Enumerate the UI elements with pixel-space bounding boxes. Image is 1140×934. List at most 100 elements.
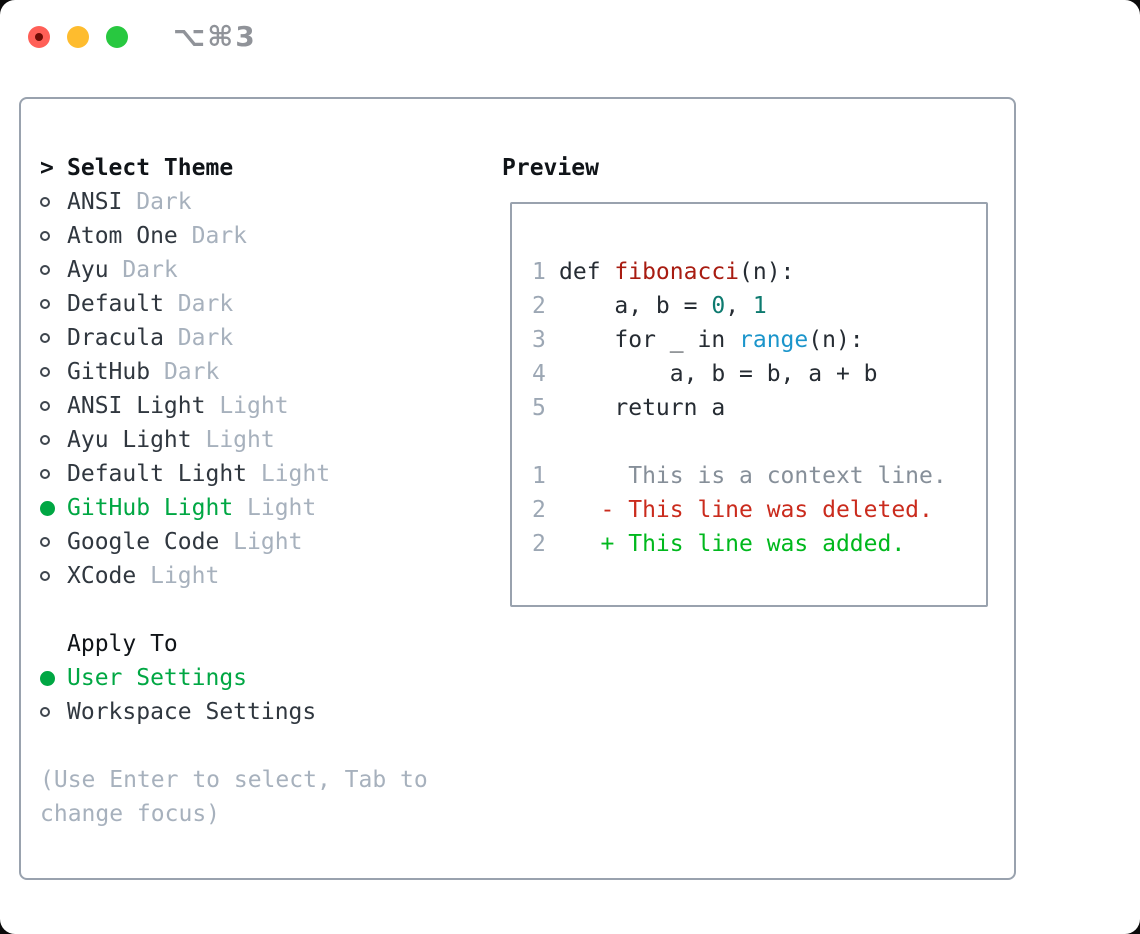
code-token-code: return a	[559, 395, 726, 421]
option-variant-tag: Dark	[150, 359, 220, 385]
focus-caret-icon: >	[40, 155, 54, 181]
line-number: 3	[532, 327, 546, 353]
option-label: Google Code	[67, 529, 220, 555]
select-theme-title: Select Theme	[67, 155, 234, 181]
code-token-code: ,	[725, 293, 753, 319]
option-variant-tag: Dark	[163, 291, 234, 317]
radio-icon[interactable]	[40, 537, 67, 547]
code-token-code: def	[559, 259, 615, 285]
option-label: GitHub	[67, 359, 151, 385]
circle-icon	[40, 367, 50, 377]
theme-option[interactable]: GitHub Light Light	[40, 491, 428, 525]
radio-icon[interactable]	[40, 197, 67, 207]
radio-icon[interactable]	[40, 571, 67, 581]
spacer-row	[40, 593, 428, 627]
radio-icon[interactable]	[40, 299, 67, 309]
selected-radio-icon[interactable]	[40, 500, 67, 516]
code-token-function: fibonacci	[614, 259, 740, 285]
theme-option[interactable]: Atom One Dark	[40, 219, 428, 253]
option-label: XCode	[67, 563, 137, 589]
apply-to-header: Apply To	[40, 627, 428, 661]
circle-icon	[40, 435, 50, 445]
preview-line: 2 a, b = 0, 1	[532, 289, 986, 323]
circle-icon	[40, 571, 50, 581]
option-label: Atom One	[67, 223, 178, 249]
preview-line: 4 a, b = b, a + b	[532, 357, 986, 391]
code-token-code: a, b = b, a + b	[559, 361, 878, 387]
option-variant-tag: Light	[136, 563, 220, 589]
radio-icon[interactable]	[40, 435, 67, 445]
code-token-number: 1	[752, 293, 767, 319]
code-token-added: + This line was added.	[559, 531, 906, 557]
radio-icon[interactable]	[40, 367, 67, 377]
option-variant-tag: Light	[233, 495, 317, 521]
code-token-code: (n):	[739, 259, 795, 285]
titlebar: ⌥⌘3	[28, 23, 257, 51]
option-label: Ayu	[67, 257, 109, 283]
preview-line	[532, 425, 986, 459]
line-number	[532, 425, 546, 459]
option-label: Default Light	[67, 461, 248, 487]
theme-option[interactable]: GitHub Dark	[40, 355, 428, 389]
option-label: Workspace Settings	[67, 699, 317, 725]
theme-option[interactable]: XCode Light	[40, 559, 428, 593]
preview-title: Preview	[502, 155, 599, 181]
code-token-code: a, b =	[559, 293, 712, 319]
minimize-button-icon[interactable]	[67, 26, 89, 48]
filled-dot-icon	[40, 670, 55, 686]
circle-icon	[40, 707, 50, 717]
radio-icon[interactable]	[40, 265, 67, 275]
theme-option[interactable]: Dracula Dark	[40, 321, 428, 355]
close-button-icon[interactable]	[28, 26, 50, 48]
line-number: 1	[532, 259, 546, 285]
select-theme-header: > Select Theme	[40, 151, 428, 185]
theme-option[interactable]: ANSI Light Light	[40, 389, 428, 423]
theme-option[interactable]: Default Dark	[40, 287, 428, 321]
radio-icon[interactable]	[40, 333, 67, 343]
preview-line: 2 + This line was added.	[532, 527, 986, 561]
radio-icon[interactable]	[40, 469, 67, 479]
line-number: 2	[532, 293, 546, 319]
option-variant-tag: Dark	[108, 257, 178, 283]
theme-option[interactable]: Google Code Light	[40, 525, 428, 559]
code-token-number: 0	[711, 293, 726, 319]
option-variant-tag: Light	[191, 427, 275, 453]
radio-icon[interactable]	[40, 707, 67, 717]
option-label: ANSI	[67, 189, 123, 215]
selected-radio-icon[interactable]	[40, 670, 67, 686]
option-label: Default	[67, 291, 164, 317]
theme-option[interactable]: Default Light Light	[40, 457, 428, 491]
circle-icon	[40, 231, 50, 241]
preview-line: 1 This is a context line.	[532, 459, 986, 493]
radio-icon[interactable]	[40, 231, 67, 241]
line-number: 5	[532, 395, 546, 421]
apply-to-option[interactable]: Workspace Settings	[40, 695, 428, 729]
circle-icon	[40, 401, 50, 411]
zoom-button-icon[interactable]	[106, 26, 128, 48]
line-number: 4	[532, 361, 546, 387]
circle-icon	[40, 299, 50, 309]
radio-icon[interactable]	[40, 401, 67, 411]
theme-option[interactable]: Ayu Light Light	[40, 423, 428, 457]
code-token-code: for _ in	[559, 327, 740, 353]
circle-icon	[40, 537, 50, 547]
option-variant-tag: Light	[205, 393, 289, 419]
theme-option[interactable]: Ayu Dark	[40, 253, 428, 287]
preview-line: 3 for _ in range(n):	[532, 323, 986, 357]
code-token-context: This is a context line.	[559, 463, 947, 489]
preview-line: 1 def fibonacci(n):	[532, 255, 986, 289]
code-token-code: (n):	[808, 327, 864, 353]
apply-to-option[interactable]: User Settings	[40, 661, 428, 695]
help-text-line-1: (Use Enter to select, Tab to	[40, 767, 428, 793]
option-label: Dracula	[67, 325, 164, 351]
filled-dot-icon	[40, 500, 55, 516]
option-variant-tag: Dark	[163, 325, 234, 351]
option-variant-tag: Dark	[177, 223, 248, 249]
preview-line: 5 return a	[532, 391, 986, 425]
theme-option[interactable]: ANSI Dark	[40, 185, 428, 219]
